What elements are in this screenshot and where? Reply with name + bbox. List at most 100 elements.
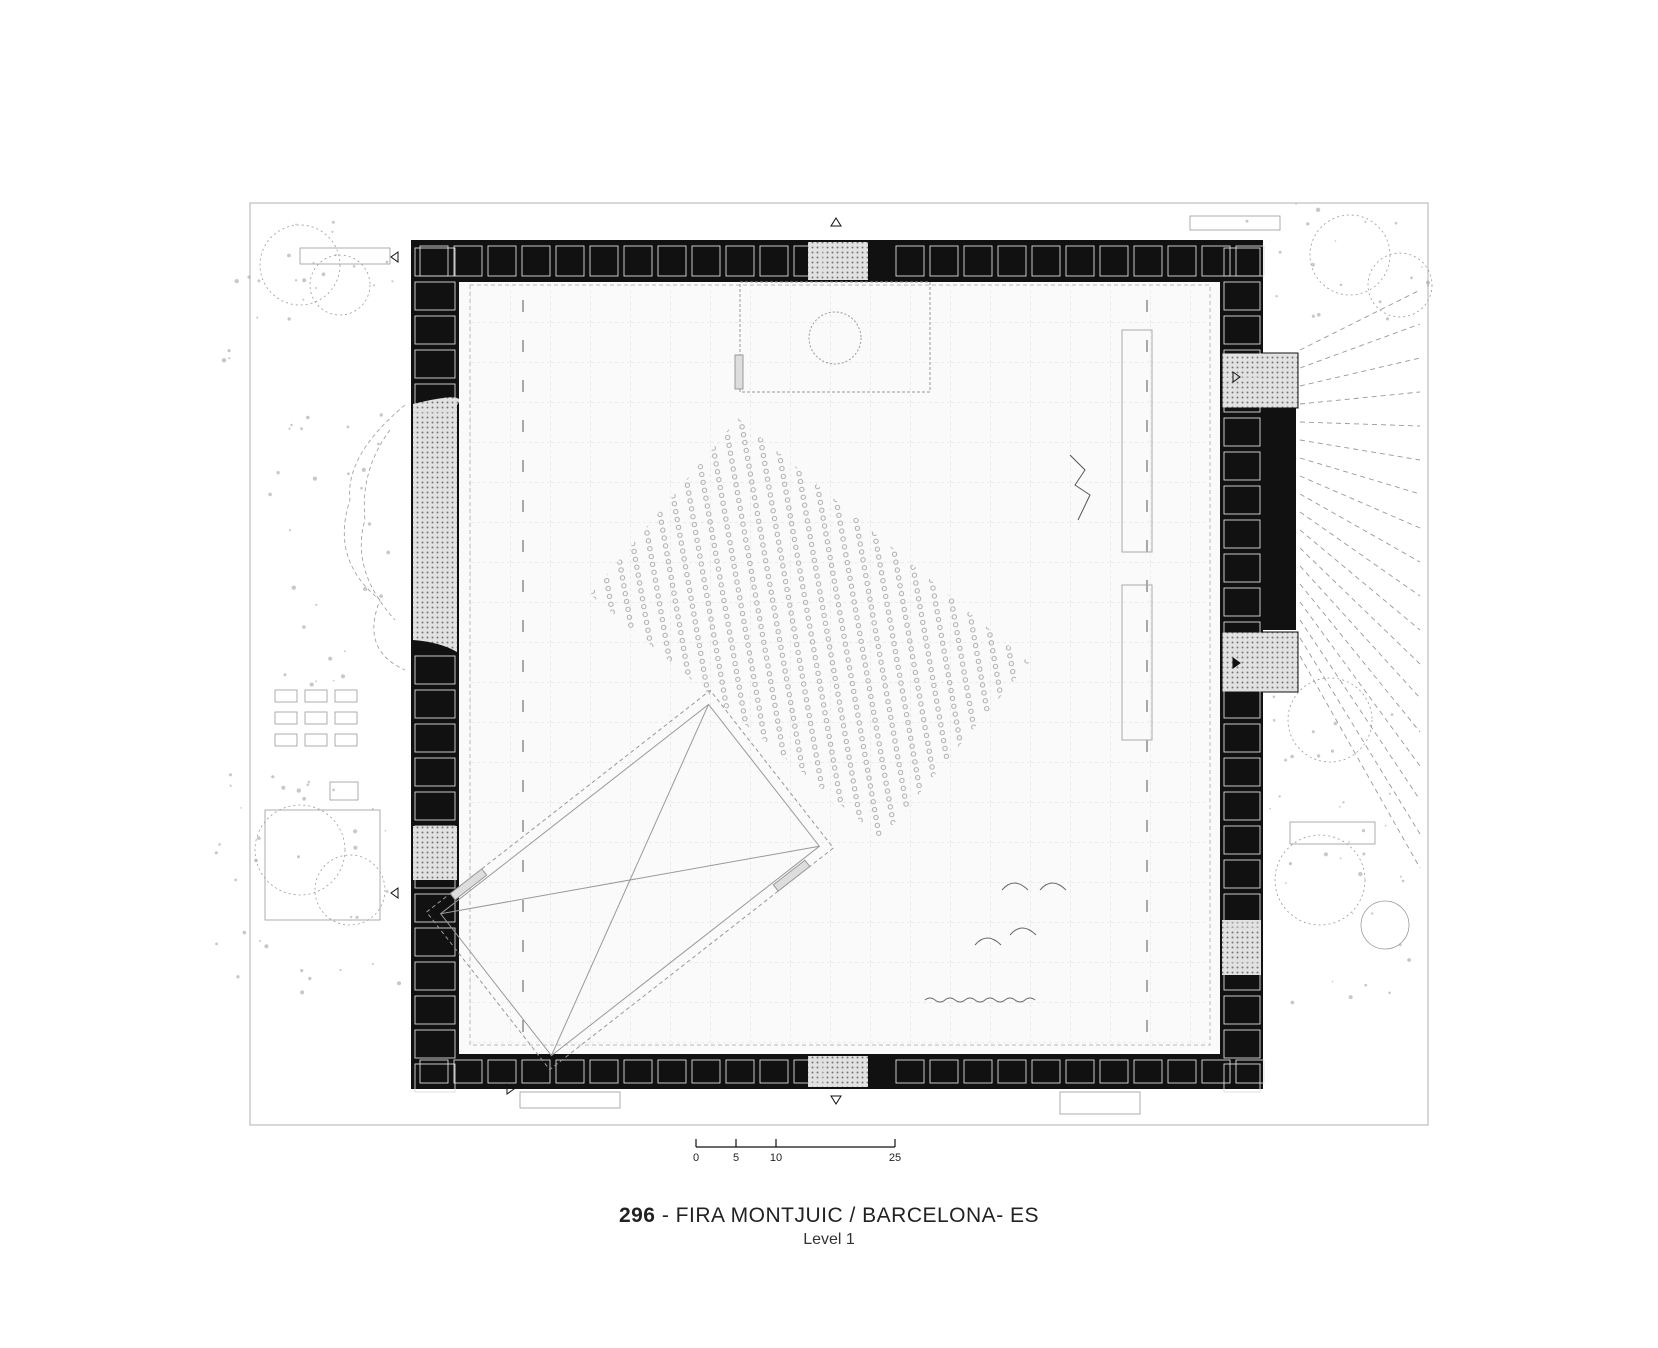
plant-dot xyxy=(1284,758,1288,762)
plant-dot xyxy=(264,944,269,949)
wall-room xyxy=(414,757,456,787)
wall-room xyxy=(1201,245,1231,277)
entry-ray xyxy=(1299,565,1421,699)
plant-dot xyxy=(312,476,317,481)
scale-bar xyxy=(695,1139,896,1148)
wall-room xyxy=(691,245,721,277)
plant-dot xyxy=(306,783,310,786)
plant-dot xyxy=(228,773,233,777)
plant-dot xyxy=(1311,262,1315,267)
wall-room xyxy=(1223,315,1261,345)
wall-room xyxy=(1167,245,1197,277)
wall-room xyxy=(759,245,789,277)
wall-room xyxy=(1223,927,1261,957)
plant-dot xyxy=(300,969,304,973)
wall-room xyxy=(963,245,993,277)
wall-room xyxy=(759,1059,789,1084)
plant-dot xyxy=(1288,862,1292,866)
plant-dot xyxy=(300,427,303,431)
wall-room xyxy=(1223,247,1261,277)
plant-dot xyxy=(385,260,389,264)
plant-dot xyxy=(268,492,272,497)
plant-dot xyxy=(1384,824,1387,827)
wall-room xyxy=(929,245,959,277)
plant-dot xyxy=(1410,276,1413,280)
entry-ray xyxy=(1299,493,1421,563)
plant-dot xyxy=(234,279,239,284)
entry-ray xyxy=(1299,511,1421,597)
plant-dot xyxy=(1338,805,1341,808)
plant-dot xyxy=(1295,202,1297,205)
plant-dot xyxy=(1334,240,1337,242)
entry-ray xyxy=(1299,439,1421,461)
wall-room xyxy=(1223,621,1261,651)
plant-dot xyxy=(332,788,335,792)
plant-dot xyxy=(379,413,383,417)
plant-dot xyxy=(1407,958,1411,962)
plant-dot xyxy=(1362,852,1366,856)
plant-dot xyxy=(283,673,287,677)
wall-room xyxy=(1223,655,1261,685)
wall-room xyxy=(725,245,755,277)
plant-dot xyxy=(1317,312,1321,317)
plant-dot xyxy=(1394,221,1398,225)
plant-dot xyxy=(386,550,391,555)
entry-ray xyxy=(1299,391,1421,405)
plant-dot xyxy=(302,278,307,283)
entry-ray xyxy=(1299,619,1421,801)
wall-room xyxy=(487,245,517,277)
tree-cluster-right-bottom xyxy=(1274,821,1410,950)
plant-dot xyxy=(221,358,227,363)
wall-room xyxy=(623,1059,653,1084)
wall-room xyxy=(1223,349,1261,379)
wall-room xyxy=(589,1059,619,1084)
wall-room xyxy=(1223,587,1261,617)
wall-openings xyxy=(413,242,1299,1087)
plant-dot xyxy=(302,625,306,629)
wall-room xyxy=(1223,417,1261,447)
tree-cluster-right-mid xyxy=(1287,677,1373,763)
plant-dot xyxy=(287,317,291,321)
plant-dot xyxy=(288,427,291,430)
wall-room xyxy=(895,1059,925,1084)
plant-dot xyxy=(355,915,359,919)
plant-dot xyxy=(1371,912,1374,915)
plant-dot xyxy=(309,682,314,687)
entrance-markers xyxy=(390,217,1241,1105)
wall-room xyxy=(997,245,1027,277)
entry-rays xyxy=(1299,289,1421,869)
plant-dot xyxy=(214,851,218,855)
plant-dot xyxy=(1401,879,1405,883)
plant-dot xyxy=(1275,295,1278,298)
wall-room xyxy=(1223,961,1261,991)
wall-room xyxy=(589,245,619,277)
plant-dot xyxy=(236,975,240,979)
wall-room xyxy=(414,281,456,311)
plant-dot xyxy=(1364,220,1367,223)
plant-dot xyxy=(1385,317,1390,321)
wall-room xyxy=(521,1059,551,1084)
plant-dot xyxy=(1269,807,1271,810)
wall-room xyxy=(1223,859,1261,889)
plant-dot xyxy=(379,594,383,598)
entry-ray xyxy=(1299,421,1421,427)
entry-ray xyxy=(1299,457,1421,495)
plant-dot xyxy=(1311,314,1315,318)
wall-room xyxy=(414,383,456,413)
wall-room xyxy=(1167,1059,1197,1084)
lounge-furniture xyxy=(924,882,1067,1003)
plant-dot xyxy=(281,785,286,790)
wall-room xyxy=(414,961,456,991)
plant-dot xyxy=(1364,983,1368,987)
plant-dot xyxy=(254,858,258,863)
plant-dot xyxy=(1330,749,1335,753)
wall-room xyxy=(1031,245,1061,277)
wall-room xyxy=(414,723,456,753)
plant-dot xyxy=(328,656,333,661)
vegetation xyxy=(254,214,1433,1115)
plant-dot xyxy=(1311,730,1315,734)
right-panels xyxy=(1069,329,1153,741)
plant-dot xyxy=(234,878,238,882)
wall-room xyxy=(1223,791,1261,821)
plant-dot xyxy=(256,316,259,319)
